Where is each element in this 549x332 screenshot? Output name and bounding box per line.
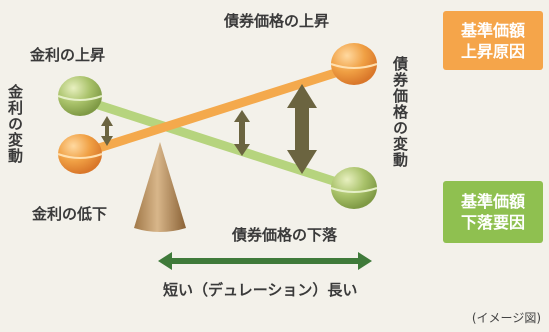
large-arrow-right xyxy=(287,84,317,174)
box-nav-down-factor: 基準価額 下落要因 xyxy=(443,181,543,243)
box-up-line2: 上昇原因 xyxy=(460,41,525,61)
ball-right-bottom xyxy=(330,167,378,209)
green-line xyxy=(75,94,357,192)
label-rate-up: 金利の上昇 xyxy=(30,46,106,64)
label-rate-down: 金利の低下 xyxy=(32,205,108,223)
label-bond-up: 債券価格の上昇 xyxy=(224,12,330,30)
ball-left-bottom xyxy=(57,134,103,174)
box-up-line1: 基準価額 xyxy=(460,20,525,40)
ball-left-top xyxy=(57,76,103,116)
orange-line xyxy=(75,62,359,159)
box-down-line2: 下落要因 xyxy=(460,213,525,232)
caption-image-note: (イメージ図) xyxy=(471,311,541,325)
box-nav-up-cause: 基準価額 上昇原因 xyxy=(443,11,543,70)
duration-arrow xyxy=(158,252,372,270)
label-bond-down: 債券価格の下落 xyxy=(232,226,338,244)
ball-right-top xyxy=(330,43,378,85)
box-down-line1: 基準価額 xyxy=(460,192,525,211)
label-bond-change: 債券価格の変動 xyxy=(391,56,409,168)
fulcrum-cone xyxy=(134,142,186,232)
label-rate-change: 金利の変動 xyxy=(6,84,24,164)
medium-arrow-middle xyxy=(234,110,250,156)
small-arrow-left xyxy=(101,116,113,146)
label-duration: 短い（デュレーション）長い xyxy=(163,281,358,299)
